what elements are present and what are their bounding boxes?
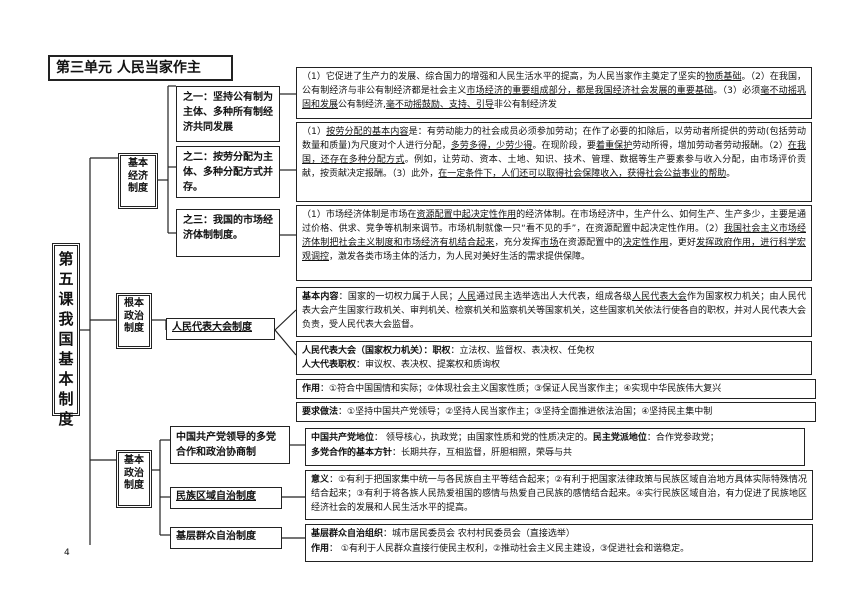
npc-powers-text: 人民代表大会（国家权力机关）：职权：立法权、监督权、表决权、任免权 人大代表职权…	[302, 346, 595, 370]
npc-powers-box: 人民代表大会（国家权力机关）：职权：立法权、监督权、表决权、任免权 人大代表职权…	[296, 341, 812, 375]
economic-item-3: 之三：我国的市场经济体制制度。	[176, 209, 280, 257]
npc-role-text: 作用：①符合中国国情和实际；②体现社会主义国家性质；③保证人民当家作主；④实现中…	[302, 384, 722, 394]
ethnic-autonomy-text: 意义：①有利于把国家集中统一与各民族自主平等结合起来；②有利于把国家法律政策与民…	[311, 475, 807, 513]
basic-political-label: 基本政治制度	[124, 455, 144, 491]
npc-role-box: 作用：①符合中国国情和实际；②体现社会主义国家性质；③保证人民当家作主；④实现中…	[296, 379, 816, 399]
lesson-title: 第五课 我国基本制度	[58, 250, 74, 428]
ethnic-autonomy-label: 民族区域自治制度	[176, 491, 256, 502]
ethnic-autonomy-detail: 意义：①有利于把国家集中统一与各民族自主平等结合起来；②有利于把国家法律政策与民…	[305, 470, 813, 520]
economic-system-label-box: 基本经济制度	[118, 153, 158, 209]
cpc-cooperation-detail: 中国共产党地位： 领导核心，执政党；由国家性质和党的性质决定的。民主党派地位：合…	[305, 428, 805, 466]
economic-detail-1-text: （1）它促进了生产力的发展、综合国力的增强和人民生活水平的提高，为人民当家作主奠…	[302, 72, 806, 110]
grassroots-detail: 基层群众自治组织：城市居民委员会 农村村民委员会（直接选举） 作用： ①有利于人…	[305, 524, 813, 562]
political-system-label: 根本政治制度	[124, 298, 144, 334]
cpc-cooperation-box: 中国共产党领导的多党合作和政治协商制	[170, 426, 290, 464]
political-system-label-box: 根本政治制度	[116, 293, 152, 349]
npc-content-box: 基本内容：国家的一切权力属于人民；人民通过民主选举选出人大代表，组成各级人民代表…	[296, 287, 812, 337]
economic-item-2-label: 之二：按劳分配为主体、多种分配方式并存。	[183, 152, 273, 193]
unit-title-box: 第三单元 人民当家作主	[48, 55, 233, 81]
npc-requirements-box: 要求做法：①坚持中国共产党领导；②坚持人民当家作主；③坚持全面推进依法治国；④坚…	[296, 402, 816, 422]
economic-detail-2-text: （1）按劳分配的基本内容是：有劳动能力的社会成员必须参加劳动；在作了必要的扣除后…	[302, 127, 806, 179]
page-number: 4	[64, 548, 70, 558]
grassroots-label: 基层群众自治制度	[176, 531, 256, 542]
npc-system-label: 人民代表大会制度	[172, 322, 252, 333]
basic-political-label-box: 基本政治制度	[116, 450, 152, 508]
npc-system-box: 人民代表大会制度	[166, 318, 275, 340]
cpc-cooperation-text: 中国共产党地位： 领导核心，执政党；由国家性质和党的性质决定的。民主党派地位：合…	[311, 433, 719, 458]
economic-system-label: 基本经济制度	[128, 158, 148, 194]
economic-item-2: 之二：按劳分配为主体、多种分配方式并存。	[176, 146, 280, 198]
lesson-title-box: 第五课 我国基本制度	[52, 243, 80, 428]
npc-content-text: 基本内容：国家的一切权力属于人民；人民通过民主选举选出人大代表，组成各级人民代表…	[302, 292, 807, 330]
cpc-cooperation-label: 中国共产党领导的多党合作和政治协商制	[176, 432, 276, 458]
economic-item-1-label: 之一：坚持公有制为主体、多种所有制经济共同发展	[183, 92, 273, 133]
economic-item-1: 之一：坚持公有制为主体、多种所有制经济共同发展	[176, 86, 280, 142]
unit-title: 第三单元 人民当家作主	[56, 60, 201, 76]
npc-requirements-text: 要求做法：①坚持中国共产党领导；②坚持人民当家作主；③坚持全面推进依法治国；④坚…	[302, 407, 713, 417]
economic-detail-3-text: （1）市场经济体制是市场在资源配置中起决定性作用的经济体制。在市场经济中，生产什…	[302, 210, 806, 262]
economic-detail-3: （1）市场经济体制是市场在资源配置中起决定性作用的经济体制。在市场经济中，生产什…	[296, 205, 812, 281]
economic-detail-2: （1）按劳分配的基本内容是：有劳动能力的社会成员必须参加劳动；在作了必要的扣除后…	[296, 122, 812, 202]
economic-item-3-label: 之三：我国的市场经济体制制度。	[183, 215, 273, 241]
economic-detail-1: （1）它促进了生产力的发展、综合国力的增强和人民生活水平的提高，为人民当家作主奠…	[296, 67, 812, 119]
grassroots-box: 基层群众自治制度	[170, 527, 282, 549]
grassroots-text: 基层群众自治组织：城市居民委员会 农村村民委员会（直接选举） 作用： ①有利于人…	[311, 529, 690, 554]
ethnic-autonomy-box: 民族区域自治制度	[170, 487, 282, 509]
